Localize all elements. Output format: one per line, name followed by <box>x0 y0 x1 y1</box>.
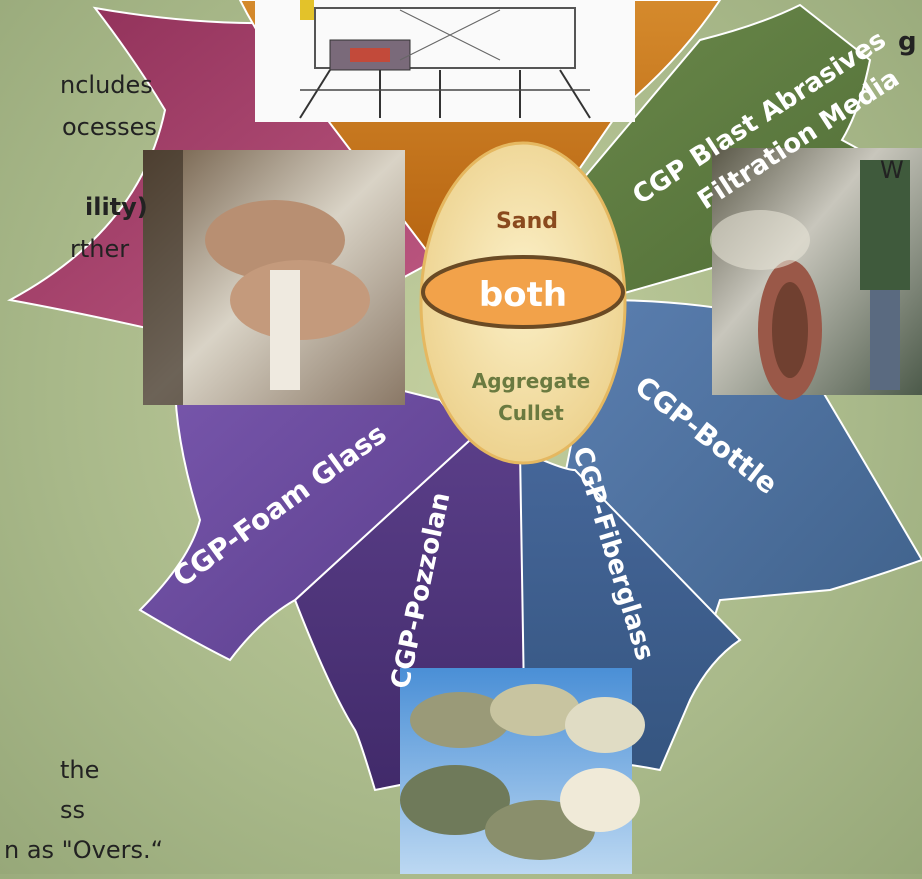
plant-equipment-photo <box>255 0 635 122</box>
hands-sand-photo <box>143 150 405 405</box>
petal-foam-glass <box>138 353 472 662</box>
bottom-text-line-2: ss <box>60 796 86 824</box>
center-both-label: both <box>479 275 567 315</box>
center-sand-label: Sand <box>496 209 558 234</box>
left-text-line-1: ncludes <box>60 71 153 99</box>
left-text-line-2: ocesses <box>62 113 157 141</box>
center-aggregate-label: Aggregate <box>472 369 590 393</box>
left-text-line-3: ility) <box>85 193 148 221</box>
blast-abrasive-photo <box>710 148 922 400</box>
bottom-text-line-3: n as "Overs.“ <box>4 836 164 864</box>
center-cullet-label: Cullet <box>498 401 564 425</box>
glass-aggregate-photo <box>400 668 645 874</box>
right-text-line-1: W <box>880 156 904 184</box>
center-both-oval <box>421 255 625 329</box>
bottom-text-line-1: the <box>60 756 100 784</box>
left-text-line-4: rther <box>70 235 130 263</box>
cropped-glyph-top-right: g <box>898 27 917 57</box>
